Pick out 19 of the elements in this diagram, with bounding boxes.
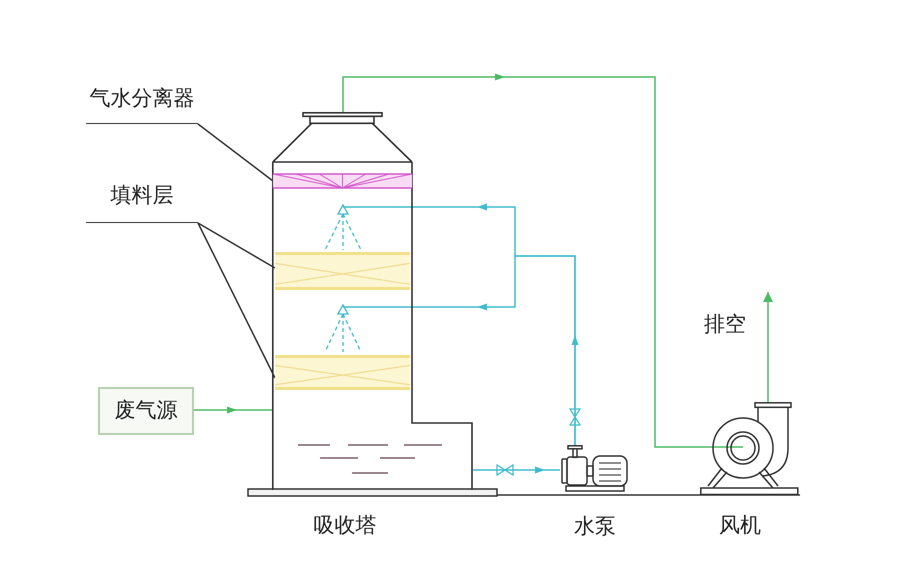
source-box: 废气源 (98, 387, 194, 435)
packing-layer (275, 355, 410, 390)
water-pipe-arrow (364, 255, 576, 445)
callout-label: 气水分离器 (86, 86, 198, 124)
callout-label: 填料层 (86, 183, 198, 223)
mist-eliminator (273, 173, 412, 189)
leader-line (198, 123, 274, 182)
equipment-label: 吸收塔 (314, 513, 376, 539)
packing-layer (275, 252, 410, 290)
leader-line (198, 222, 276, 269)
equipment-label: 风机 (719, 513, 761, 539)
water-pipe-arrow (473, 466, 560, 474)
leader-line (197, 222, 276, 378)
spray-nozzle (322, 204, 364, 252)
gas-flow-arrow (194, 406, 272, 414)
edge-label: 排空 (704, 312, 746, 338)
gas-duct-arrow (342, 74, 700, 448)
equipment-label: 水泵 (574, 514, 616, 540)
exhaust-arrow (763, 292, 773, 402)
